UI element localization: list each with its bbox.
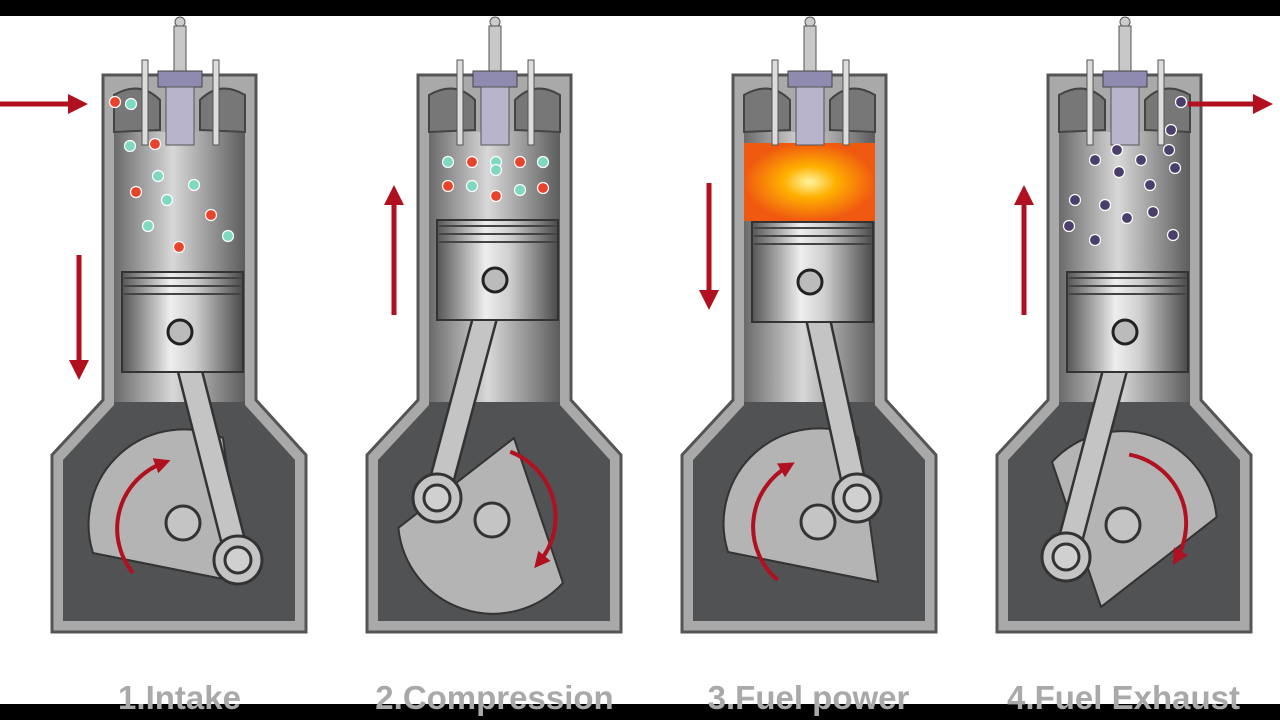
fuel-particle <box>536 181 550 195</box>
exhaust-particle <box>1143 178 1157 192</box>
exhaust-particle <box>1112 165 1126 179</box>
air-particle <box>160 193 174 207</box>
exhaust-particle <box>1110 143 1124 157</box>
stage-label-power: 3.Fuel power <box>707 679 910 716</box>
air-particle <box>123 139 137 153</box>
exhaust-particle <box>1088 153 1102 167</box>
exhaust-particle <box>1164 123 1178 137</box>
crank-rotation-arrow <box>509 449 558 569</box>
exhaust-particle <box>1146 205 1160 219</box>
crank-rotation-arrow <box>1128 452 1189 566</box>
exhaust-valve <box>842 59 850 146</box>
exhaust-valve <box>212 59 220 146</box>
intake-valve <box>141 59 149 146</box>
engine-illustrations <box>0 16 1273 634</box>
spark-plug-insulator <box>1118 25 1132 72</box>
air-particle <box>141 219 155 233</box>
spark-plug-insulator <box>803 25 817 72</box>
piston-pin <box>1111 318 1139 346</box>
stage-label-exhaust: 4.Fuel Exhaust <box>1007 679 1240 716</box>
air-particle <box>441 155 455 169</box>
exhaust-valve <box>1157 59 1165 146</box>
intake-valve <box>1086 59 1094 146</box>
four-stroke-diagram: 1.Intake 2.Compression 3.Fuel power 4.Fu… <box>0 16 1280 716</box>
exhaust-particle <box>1062 219 1076 233</box>
crank-pin <box>1051 542 1081 572</box>
crank-rotation-arrow <box>751 462 795 582</box>
air-particle <box>465 179 479 193</box>
crankshaft-main-bearing <box>473 501 511 539</box>
air-particle <box>151 169 165 183</box>
stage-label-intake: 1.Intake <box>118 679 241 716</box>
engine-2 <box>365 16 623 634</box>
exhaust-port <box>199 87 246 134</box>
engine-1 <box>0 16 308 634</box>
crankshaft-main-bearing <box>799 503 837 541</box>
spark-plug-hex <box>472 70 518 88</box>
air-particle <box>124 97 138 111</box>
piston-pin <box>166 318 194 346</box>
intake-port <box>113 87 161 134</box>
stage-label-compression: 2.Compression <box>375 679 614 716</box>
fuel-particle <box>172 240 186 254</box>
fuel-particle <box>513 155 527 169</box>
exhaust-particle <box>1098 198 1112 212</box>
air-particle <box>536 155 550 169</box>
combustion-flash <box>744 143 875 221</box>
engine-3 <box>680 16 938 634</box>
spark-plug-thread <box>165 86 195 146</box>
fuel-particle <box>108 95 122 109</box>
spark-plug-thread <box>1110 86 1140 146</box>
exhaust-particle <box>1088 233 1102 247</box>
air-particle <box>489 163 503 177</box>
exhaust-particle <box>1166 228 1180 242</box>
intake-valve <box>771 59 779 146</box>
fuel-particle <box>489 189 503 203</box>
crankshaft-main-bearing <box>1104 506 1142 544</box>
fuel-particle <box>129 185 143 199</box>
fuel-particle <box>465 155 479 169</box>
spark-plug-thread <box>795 86 825 146</box>
crank-pin <box>223 545 253 575</box>
fuel-particle <box>204 208 218 222</box>
exhaust-particle <box>1068 193 1082 207</box>
exhaust-particle <box>1168 161 1182 175</box>
spark-plug-hex <box>1102 70 1148 88</box>
air-particle <box>187 178 201 192</box>
air-particle <box>513 183 527 197</box>
exhaust-port <box>829 87 876 134</box>
spark-plug-insulator <box>488 25 502 72</box>
air-particle <box>221 229 235 243</box>
spark-plug-thread <box>480 86 510 146</box>
crank-pin <box>842 483 872 513</box>
exhaust-particle <box>1162 143 1176 157</box>
crank-rotation-arrow <box>115 458 171 575</box>
intake-port <box>1058 87 1106 134</box>
exhaust-particle <box>1174 95 1188 109</box>
exhaust-particle <box>1134 153 1148 167</box>
crank-pin <box>422 483 452 513</box>
fuel-particle <box>148 137 162 151</box>
crankshaft-main-bearing <box>164 504 202 542</box>
spark-plug-hex <box>787 70 833 88</box>
piston-pin <box>481 266 509 294</box>
intake-valve <box>456 59 464 146</box>
spark-plug-hex <box>157 70 203 88</box>
spark-plug-insulator <box>173 25 187 72</box>
intake-port <box>428 87 476 134</box>
piston-pin <box>796 268 824 296</box>
engine-4 <box>995 16 1273 634</box>
fuel-particle <box>441 179 455 193</box>
exhaust-particle <box>1120 211 1134 225</box>
exhaust-valve <box>527 59 535 146</box>
intake-port <box>743 87 791 134</box>
exhaust-port <box>514 87 561 134</box>
